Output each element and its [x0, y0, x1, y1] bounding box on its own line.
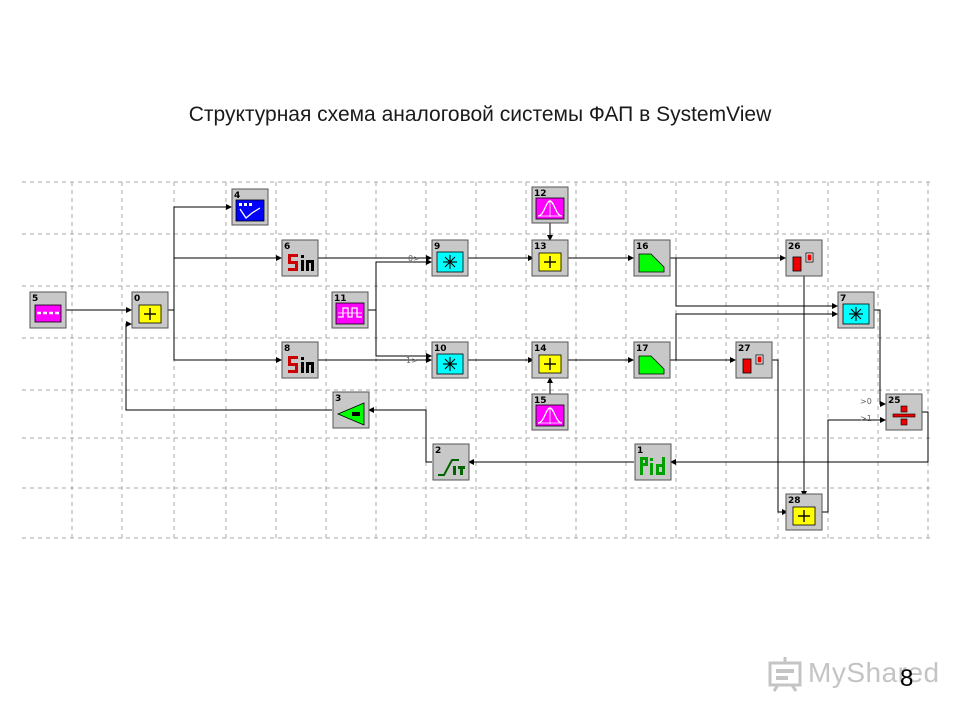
block-7-number: 7: [840, 294, 846, 304]
block-9[interactable]: 9: [431, 239, 469, 277]
block-4[interactable]: 4: [231, 188, 269, 226]
gauss-icon: [535, 404, 565, 427]
block-2-number: 2: [435, 446, 441, 456]
block-4-number: 4: [234, 191, 240, 201]
port-label-25-in1: >1: [860, 414, 872, 423]
divide-icon: [892, 405, 916, 426]
block-27[interactable]: 27: [735, 341, 773, 379]
block-9-number: 9: [434, 242, 440, 252]
wire-16-7: [675, 258, 838, 309]
watermark-text: MyShared: [808, 657, 940, 688]
block-27-number: 27: [738, 344, 751, 354]
plus-icon: [138, 304, 162, 324]
block-5-number: 5: [32, 294, 38, 304]
slide-number: 8: [900, 665, 914, 692]
block-13-number: 13: [534, 242, 547, 252]
block-14-number: 14: [534, 344, 547, 354]
plus-icon: [538, 252, 562, 272]
sin-icon: [288, 254, 314, 271]
lowpass-filter-icon: [638, 253, 665, 273]
wire-2-3: [368, 407, 432, 463]
block-8-number: 8: [284, 344, 290, 354]
block-11-number: 11: [334, 294, 347, 304]
block-16[interactable]: 16: [633, 239, 671, 277]
block-5[interactable]: 5: [29, 291, 67, 329]
wire-27-28: [770, 359, 788, 515]
port-label-10: 1>: [406, 356, 418, 365]
block-1-number: 1: [637, 446, 643, 456]
pulse-icon: [335, 302, 365, 325]
limiter-icon: [438, 459, 465, 476]
watermark-logo: MyShared: [766, 653, 939, 697]
wire-7-25: [874, 309, 886, 407]
block-13[interactable]: 13: [531, 239, 569, 277]
block-26-number: 26: [788, 242, 801, 252]
sin-icon: [288, 356, 314, 373]
wire-0-8: [173, 310, 282, 363]
port-label-9: 0>: [408, 254, 420, 263]
wire-11-9: [368, 259, 432, 311]
block-14[interactable]: 14: [531, 341, 569, 379]
gain-icon: [336, 402, 365, 426]
wire-25-1: [670, 411, 929, 465]
block-0-number: 0: [134, 294, 140, 304]
block-0[interactable]: 0: [131, 291, 169, 329]
sink-graph-icon: [235, 199, 265, 222]
block-8[interactable]: 8: [281, 341, 319, 379]
multiply-icon: [436, 251, 464, 273]
block-12-number: 12: [534, 189, 547, 199]
presentation-icon: [768, 657, 802, 692]
block-16-number: 16: [636, 242, 649, 252]
sampler-icon: [792, 252, 814, 272]
block-6[interactable]: 6: [281, 239, 319, 277]
block-7[interactable]: 7: [837, 291, 875, 329]
block-2[interactable]: 2: [432, 443, 470, 481]
block-15-number: 15: [534, 396, 547, 406]
multiply-icon: [842, 303, 870, 325]
page-title: Структурная схема аналоговой системы ФАП…: [188, 103, 772, 126]
block-28-number: 28: [788, 496, 801, 506]
sampler-icon: [742, 354, 764, 374]
block-3-number: 3: [335, 394, 341, 404]
dashed-source-icon: [34, 304, 62, 323]
port-label-25-in0: >0: [860, 397, 872, 406]
block-25[interactable]: 25: [885, 393, 923, 431]
wire-3-0: [125, 321, 332, 411]
block-15[interactable]: 15: [531, 393, 569, 431]
block-1[interactable]: 1: [634, 443, 672, 481]
wire-17-7: [675, 311, 838, 360]
plus-icon: [792, 506, 816, 526]
block-28[interactable]: 28: [785, 493, 823, 531]
block-17[interactable]: 17: [633, 341, 671, 379]
block-6-number: 6: [284, 242, 290, 252]
lowpass-filter-icon: [638, 355, 665, 375]
multiply-icon: [436, 353, 464, 375]
connections: [66, 204, 929, 515]
pid-icon: [640, 457, 665, 475]
plus-icon: [538, 354, 562, 374]
gauss-icon: [535, 197, 565, 220]
block-17-number: 17: [636, 344, 649, 354]
block-11[interactable]: 11: [331, 291, 369, 329]
wire-28-25: [822, 417, 886, 513]
block-3[interactable]: 3: [332, 391, 370, 429]
block-25-number: 25: [888, 396, 901, 406]
block-12[interactable]: 12: [531, 186, 569, 224]
block-10[interactable]: 10: [431, 341, 469, 379]
wire-11-10: [375, 310, 432, 359]
block-10-number: 10: [434, 344, 447, 354]
block-26[interactable]: 26: [785, 239, 823, 277]
